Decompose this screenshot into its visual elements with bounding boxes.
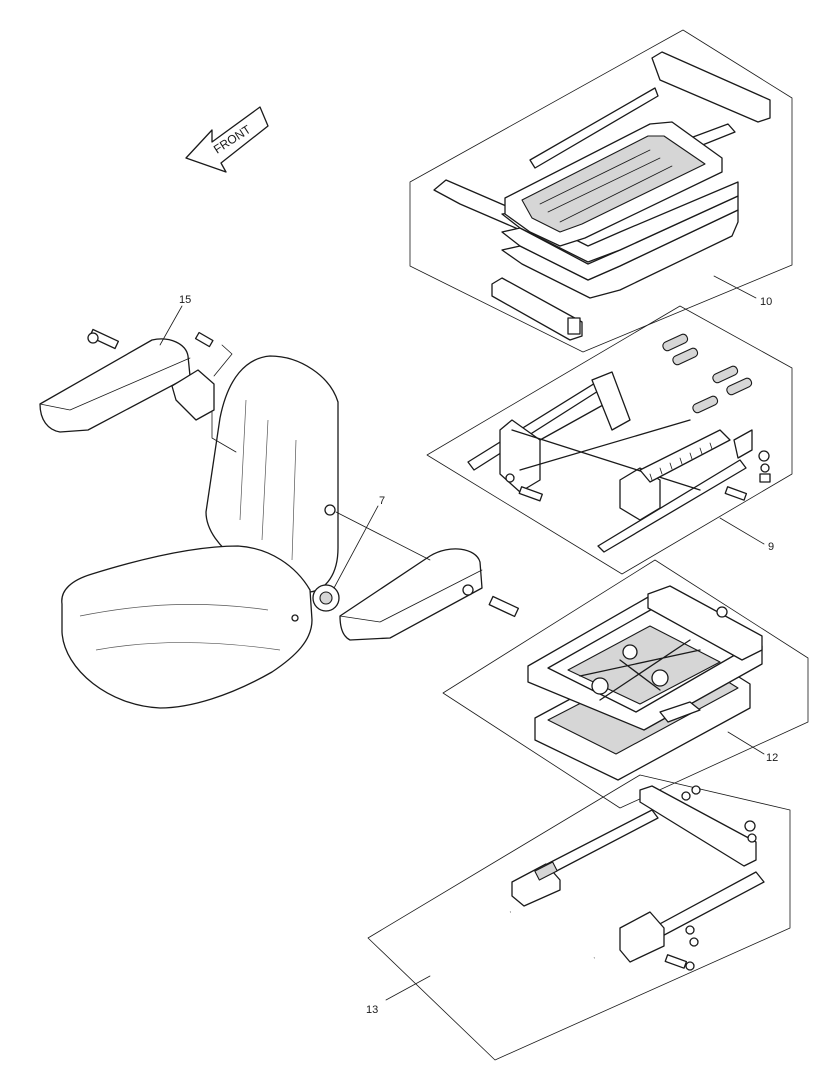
assembly-12-suspension-base [442, 559, 809, 809]
callout-15: 15 [159, 294, 191, 346]
callout-15-label: 15 [179, 294, 191, 306]
callout-13: 13 [366, 975, 431, 1016]
left-armrest [39, 328, 237, 453]
callout-12-label: 12 [766, 752, 778, 764]
right-armrest [335, 511, 520, 641]
callout-10-label: 10 [760, 296, 772, 308]
assembly-10-bellows-frame [409, 29, 793, 353]
callouts: 15 7 10 9 12 13 [159, 275, 778, 1016]
seat-assembly [61, 355, 340, 709]
callout-7: 7 [333, 495, 385, 589]
springs [662, 333, 753, 414]
callout-9-label: 9 [768, 541, 774, 553]
callout-10: 10 [713, 275, 772, 308]
callout-12: 12 [727, 731, 778, 764]
assembly-9-scissor-mechanism [426, 305, 793, 575]
seat-cushion [61, 545, 313, 709]
callout-9: 9 [719, 517, 774, 553]
assembly-13-slide-rails [367, 774, 791, 1061]
callout-13-label: 13 [366, 1004, 378, 1016]
callout-7-label: 7 [379, 495, 385, 507]
front-arrow: FRONT [185, 106, 269, 173]
